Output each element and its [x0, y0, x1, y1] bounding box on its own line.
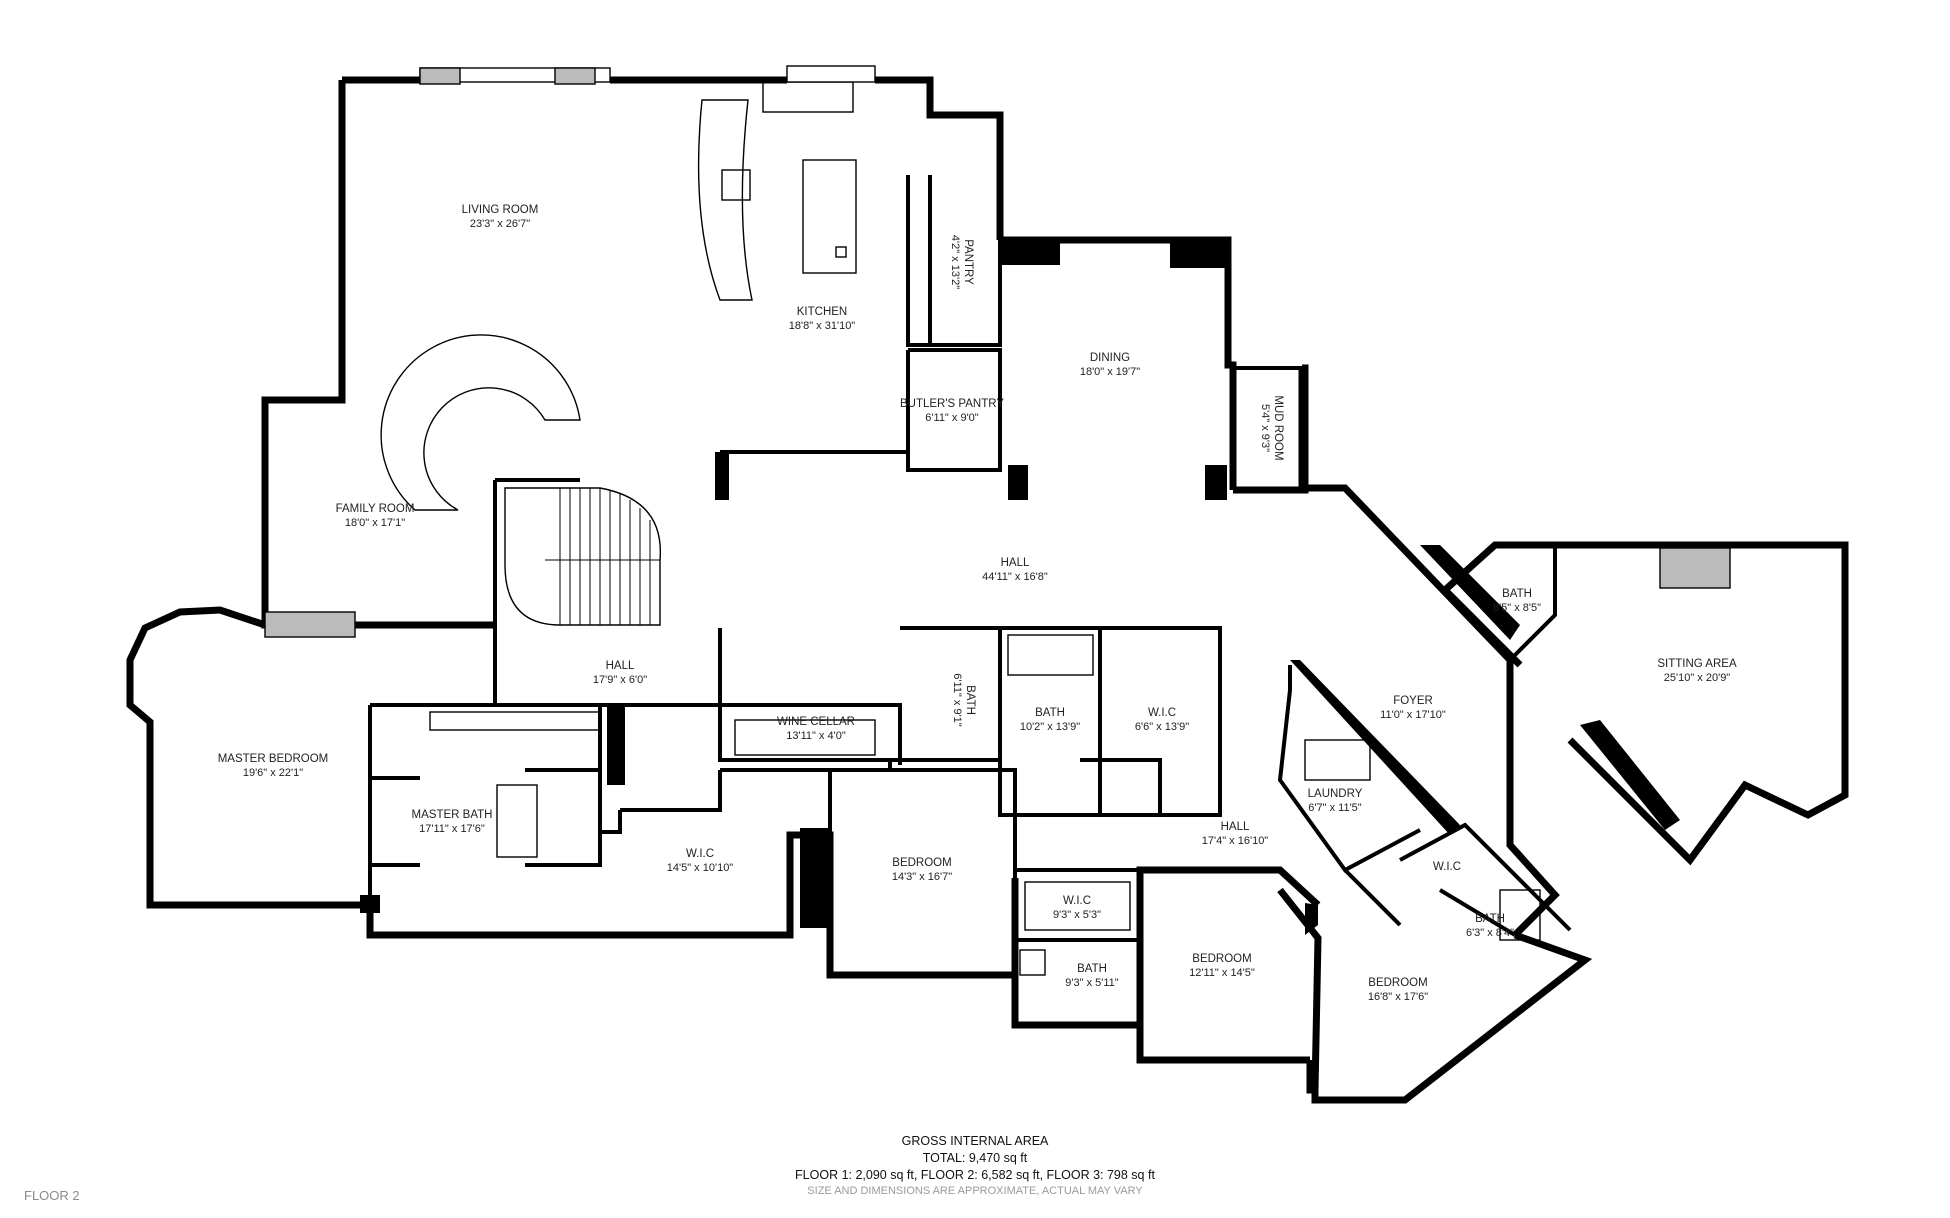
room-name-bedroom-east: BEDROOM [1368, 977, 1427, 989]
room-dim-laundry: 6'7" x 11'5" [1308, 802, 1361, 814]
room-name-bath-small: BATH [964, 685, 976, 715]
room-name-master-bedroom: MASTER BEDROOM [218, 753, 329, 765]
room-name-hall-east: HALL [1221, 821, 1250, 833]
room-dim-bath-east: 6'3" x 8'4" [1466, 927, 1514, 939]
interior-walls [368, 175, 1572, 975]
room-name-mud-room: MUD ROOM [1272, 395, 1284, 460]
room-name-laundry: LAUNDRY [1308, 788, 1363, 800]
room-dim-kitchen: 18'8" x 31'10" [789, 320, 856, 332]
room-dim-pantry: 4'2" x 13'2" [949, 235, 961, 289]
room-name-wic-center: W.I.C [1148, 707, 1176, 719]
room-dim-dining: 18'0" x 19'7" [1080, 366, 1140, 378]
room-dim-mud-room: 5'4" x 9'3" [1259, 404, 1271, 452]
room-name-wic-lower: W.I.C [1063, 895, 1091, 907]
room-name-kitchen: KITCHEN [797, 306, 847, 318]
room-name-pantry: PANTRY [962, 239, 974, 285]
disclaimer-note: SIZE AND DIMENSIONS ARE APPROXIMATE, ACT… [807, 1185, 1143, 1197]
room-dim-wine-cellar: 13'11" x 4'0" [786, 730, 846, 742]
room-dim-hall-east: 17'4" x 16'10" [1202, 835, 1269, 847]
room-name-bath-sitting: BATH [1502, 588, 1532, 600]
room-name-foyer: FOYER [1393, 695, 1433, 707]
room-dim-bath-sitting: 8'5" x 8'5" [1493, 602, 1541, 614]
room-dim-sitting-area: 25'10" x 20'9" [1664, 672, 1731, 684]
room-labels: LIVING ROOM 23'3" x 26'7" KITCHEN 18'8" … [218, 204, 1737, 1003]
room-dim-foyer: 11'0" x 17'10" [1380, 709, 1446, 721]
room-dim-hall-main: 44'11" x 16'8" [982, 571, 1048, 583]
room-dim-hall-west: 17'9" x 6'0" [593, 674, 647, 686]
room-name-bath-center: BATH [1035, 707, 1065, 719]
area-floors: FLOOR 1: 2,090 sq ft, FLOOR 2: 6,582 sq … [795, 1168, 1155, 1182]
room-name-bedroom-mid: BEDROOM [1192, 953, 1251, 965]
room-name-hall-west: HALL [606, 660, 635, 672]
room-name-hall-main: HALL [1001, 557, 1030, 569]
room-dim-bedroom-mid: 12'11" x 14'5" [1189, 967, 1255, 979]
room-dim-bedroom-east: 16'8" x 17'6" [1368, 991, 1428, 1003]
room-dim-living-room: 23'3" x 26'7" [470, 218, 530, 230]
room-dim-family-room: 18'0" x 17'1" [345, 517, 405, 529]
room-name-master-bath: MASTER BATH [412, 809, 493, 821]
exterior-walls [126, 76, 1849, 1104]
room-dim-master-bedroom: 19'6" x 22'1" [243, 767, 303, 779]
wall-blocks [360, 240, 1680, 935]
room-name-family-room: FAMILY ROOM [336, 503, 415, 515]
room-name-wic-east: W.I.C [1433, 861, 1461, 873]
room-dim-bedroom-center: 14'3" x 16'7" [892, 871, 952, 883]
room-dim-bath-center: 10'2" x 13'9" [1020, 721, 1080, 733]
room-dim-wic-center: 6'6" x 13'9" [1135, 721, 1189, 733]
room-dim-bath-small: 6'11" x 9'1" [951, 673, 963, 726]
area-title: GROSS INTERNAL AREA [901, 1134, 1049, 1148]
room-name-living-room: LIVING ROOM [462, 204, 539, 216]
room-dim-bath-lower: 9'3" x 5'11" [1065, 977, 1118, 989]
room-dim-master-bath: 17'11" x 17'6" [419, 823, 485, 835]
fixtures [264, 65, 1731, 976]
room-name-sitting-area: SITTING AREA [1657, 658, 1737, 670]
room-name-wine-cellar: WINE CELLAR [777, 716, 855, 728]
room-name-bath-east: BATH [1475, 913, 1505, 925]
room-name-wic-master: W.I.C [686, 848, 714, 860]
room-dim-butlers-pantry: 6'11" x 9'0" [925, 412, 978, 424]
floor-label: FLOOR 2 [24, 1188, 80, 1203]
room-name-bath-lower: BATH [1077, 963, 1107, 975]
room-name-dining: DINING [1090, 352, 1130, 364]
room-dim-wic-master: 14'5" x 10'10" [667, 862, 734, 874]
area-total: TOTAL: 9,470 sq ft [922, 1151, 1028, 1165]
room-dim-wic-lower: 9'3" x 5'3" [1053, 909, 1101, 921]
room-name-bedroom-center: BEDROOM [892, 857, 951, 869]
room-name-butlers-pantry: BUTLER'S PANTRY [900, 398, 1004, 410]
